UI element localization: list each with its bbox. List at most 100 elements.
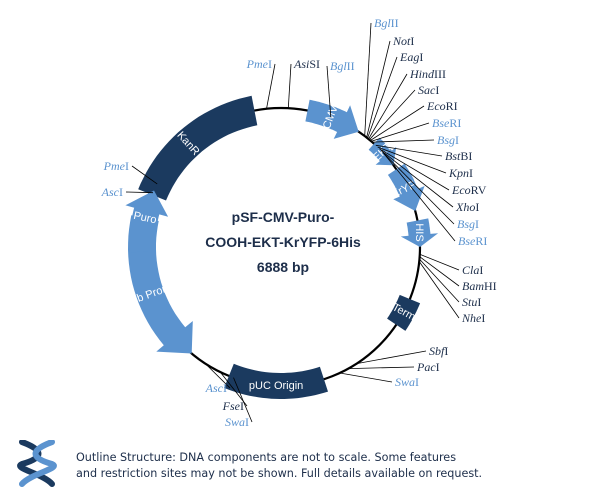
site-prefix: Cla	[462, 263, 479, 277]
site-label-saci: SacI	[418, 83, 439, 97]
site-suffix: I	[436, 360, 440, 374]
site-line-bseri-1	[371, 122, 430, 142]
feature-kanr-arrow	[138, 95, 258, 201]
site-label-eagi: EagI	[399, 50, 423, 64]
site-line-swai-2	[233, 377, 253, 423]
site-prefix: Bse	[432, 116, 450, 130]
site-suffix: I	[477, 295, 481, 309]
site-label-ecori: EcoRI	[426, 99, 458, 113]
site-label-ecorv: EcoRV	[451, 183, 487, 197]
feature-puro-arrow	[125, 190, 169, 253]
site-line-stui	[419, 258, 460, 303]
site-suffix: I	[455, 133, 459, 147]
footer-line-1: Outline Structure: DNA components are no…	[76, 451, 457, 464]
site-suffix: I	[419, 50, 423, 64]
site-label-bseri-2: BseRI	[458, 234, 487, 248]
site-line-bsgi-2	[382, 151, 455, 225]
site-suffix: III	[434, 67, 446, 81]
site-line-clai	[419, 253, 460, 271]
site-prefix: Eco	[426, 99, 446, 113]
plasmid-title: pSF-CMV-Puro- COOH-EKT-KrYFP-6His 6888 b…	[205, 209, 361, 275]
site-suffix: I	[268, 57, 272, 71]
site-prefix: Swa	[395, 375, 415, 389]
site-suffix: I	[119, 185, 123, 199]
site-prefix: Nhe	[461, 311, 482, 325]
feature-puro-label: Puro	[132, 210, 157, 227]
site-label-xhoi: XhoI	[455, 200, 479, 214]
site-line-swai-1	[339, 372, 393, 383]
site-suffix: I	[469, 166, 473, 180]
site-line-pmei-left	[131, 165, 158, 185]
site-suffix: I	[415, 375, 419, 389]
site-label-stui: StuI	[462, 295, 481, 309]
site-prefix: Bgl	[374, 16, 391, 30]
site-line-bsgi-1	[372, 139, 435, 143]
site-prefix: Asi	[293, 57, 309, 71]
site-prefix: Eag	[399, 50, 419, 64]
site-label-paci: PacI	[416, 360, 440, 374]
site-suffix: I	[475, 200, 479, 214]
site-line-fsei	[219, 371, 248, 407]
site-line-kpni	[377, 146, 447, 174]
site-suffix: HI	[484, 279, 497, 293]
site-line-pmei-top	[266, 63, 276, 109]
site-suffix: RI	[446, 99, 458, 113]
site-label-pmei-left: PmeI	[103, 159, 129, 173]
site-prefix: Asc	[205, 381, 224, 395]
plasmid-name-line2: COOH-EKT-KrYFP-6His	[205, 234, 361, 250]
site-label-bglii-2: BglII	[374, 16, 399, 30]
site-suffix: I	[479, 263, 483, 277]
site-prefix: Eco	[451, 183, 471, 197]
site-suffix: I	[435, 83, 439, 97]
site-line-nhei	[418, 261, 460, 319]
site-suffix: I	[223, 381, 227, 395]
site-label-clai: ClaI	[462, 263, 483, 277]
feature-puc-label: pUC Origin	[249, 380, 303, 392]
site-line-ecori	[370, 105, 425, 141]
site-line-bglii-2	[364, 22, 372, 137]
site-label-swai-2: SwaI	[225, 415, 249, 429]
site-label-bsgi-1: BsgI	[437, 133, 459, 147]
site-label-sbfi: SbfI	[429, 344, 448, 358]
site-suffix: I	[125, 159, 129, 173]
dna-helix-icon	[17, 440, 57, 487]
site-label-bsgi-2: BsgI	[457, 217, 479, 231]
site-label-pmei-top: PmeI	[246, 57, 272, 71]
plasmid-name-line1: pSF-CMV-Puro-	[232, 209, 335, 225]
site-prefix: Xho	[455, 200, 475, 214]
site-prefix: Sac	[418, 83, 436, 97]
site-line-bamhi	[419, 256, 460, 287]
site-suffix: RI	[449, 116, 461, 130]
site-line-asci-left	[125, 191, 154, 194]
site-prefix: Asc	[101, 185, 120, 199]
site-line-hindiii	[368, 73, 408, 140]
site-suffix: I	[410, 34, 414, 48]
site-line-sbfi	[356, 350, 427, 364]
site-suffix: II	[347, 59, 355, 73]
site-prefix: Kpn	[448, 166, 469, 180]
site-label-hindiii: HindIII	[409, 67, 446, 81]
site-suffix: RI	[475, 234, 487, 248]
site-prefix: Bst	[445, 149, 461, 163]
site-prefix: Stu	[462, 295, 477, 309]
feature-term-arrow	[387, 294, 421, 331]
site-prefix: Bse	[458, 234, 476, 248]
site-suffix: I	[240, 399, 244, 413]
site-prefix: Pac	[416, 360, 436, 374]
site-label-asci-left: AscI	[101, 185, 123, 199]
site-line-bstbi	[375, 144, 443, 157]
site-suffix: II	[391, 16, 399, 30]
site-line-xhoi	[380, 150, 454, 208]
site-line-asisi	[287, 63, 292, 109]
site-line-asci-bot	[205, 363, 231, 389]
feature-cmv-arrow	[305, 99, 359, 139]
site-prefix: Not	[392, 34, 411, 48]
site-prefix: Bsg	[457, 217, 475, 231]
site-label-noti: NotI	[392, 34, 414, 48]
site-label-fsei: FseI	[222, 399, 244, 413]
site-line-eagi	[367, 56, 398, 139]
site-label-asci-bot: AscI	[205, 381, 227, 395]
site-label-swai-1: SwaI	[395, 375, 419, 389]
site-suffix: I	[444, 344, 448, 358]
site-label-asisi: AsiSI	[293, 57, 320, 71]
